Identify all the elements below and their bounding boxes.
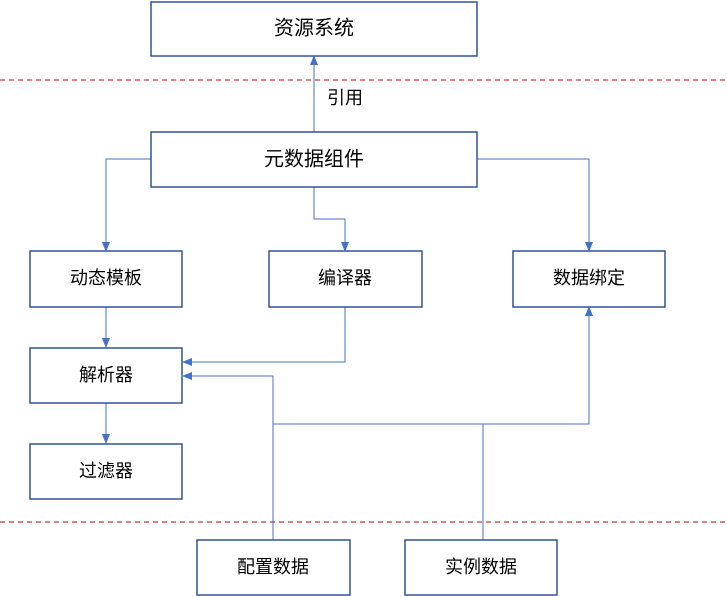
node-label-compiler: 编译器	[318, 268, 372, 289]
data-bus-connector	[273, 306, 593, 425]
node-parser: 解析器	[29, 347, 183, 404]
node-compiler: 编译器	[268, 250, 423, 308]
metadata-to-compiler-connector	[313, 187, 349, 252]
node-label-resource-system: 资源系统	[274, 16, 354, 40]
node-label-config-data: 配置数据	[237, 557, 309, 578]
node-label-metadata-component: 元数据组件	[264, 147, 364, 171]
node-resource-system: 资源系统	[150, 1, 478, 57]
connectors	[102, 55, 593, 540]
node-label-dynamic-template: 动态模板	[70, 268, 142, 289]
config-to-parser-connector	[182, 372, 274, 540]
node-data-binding: 数据绑定	[512, 250, 666, 308]
reference-label: 引用	[327, 88, 363, 109]
compiler-to-parser-connector	[182, 307, 346, 366]
node-label-instance-data: 实例数据	[445, 557, 517, 578]
metadata-to-binding-connector	[477, 158, 593, 252]
node-label-filter: 过滤器	[79, 461, 133, 482]
node-label-parser: 解析器	[79, 365, 133, 386]
node-config-data: 配置数据	[196, 539, 351, 596]
metadata-to-template-connector	[102, 158, 151, 252]
node-instance-data: 实例数据	[404, 539, 558, 596]
node-label-data-binding: 数据绑定	[553, 268, 625, 289]
node-metadata-component: 元数据组件	[150, 131, 478, 188]
node-filter: 过滤器	[29, 443, 183, 500]
node-dynamic-template: 动态模板	[29, 250, 183, 308]
